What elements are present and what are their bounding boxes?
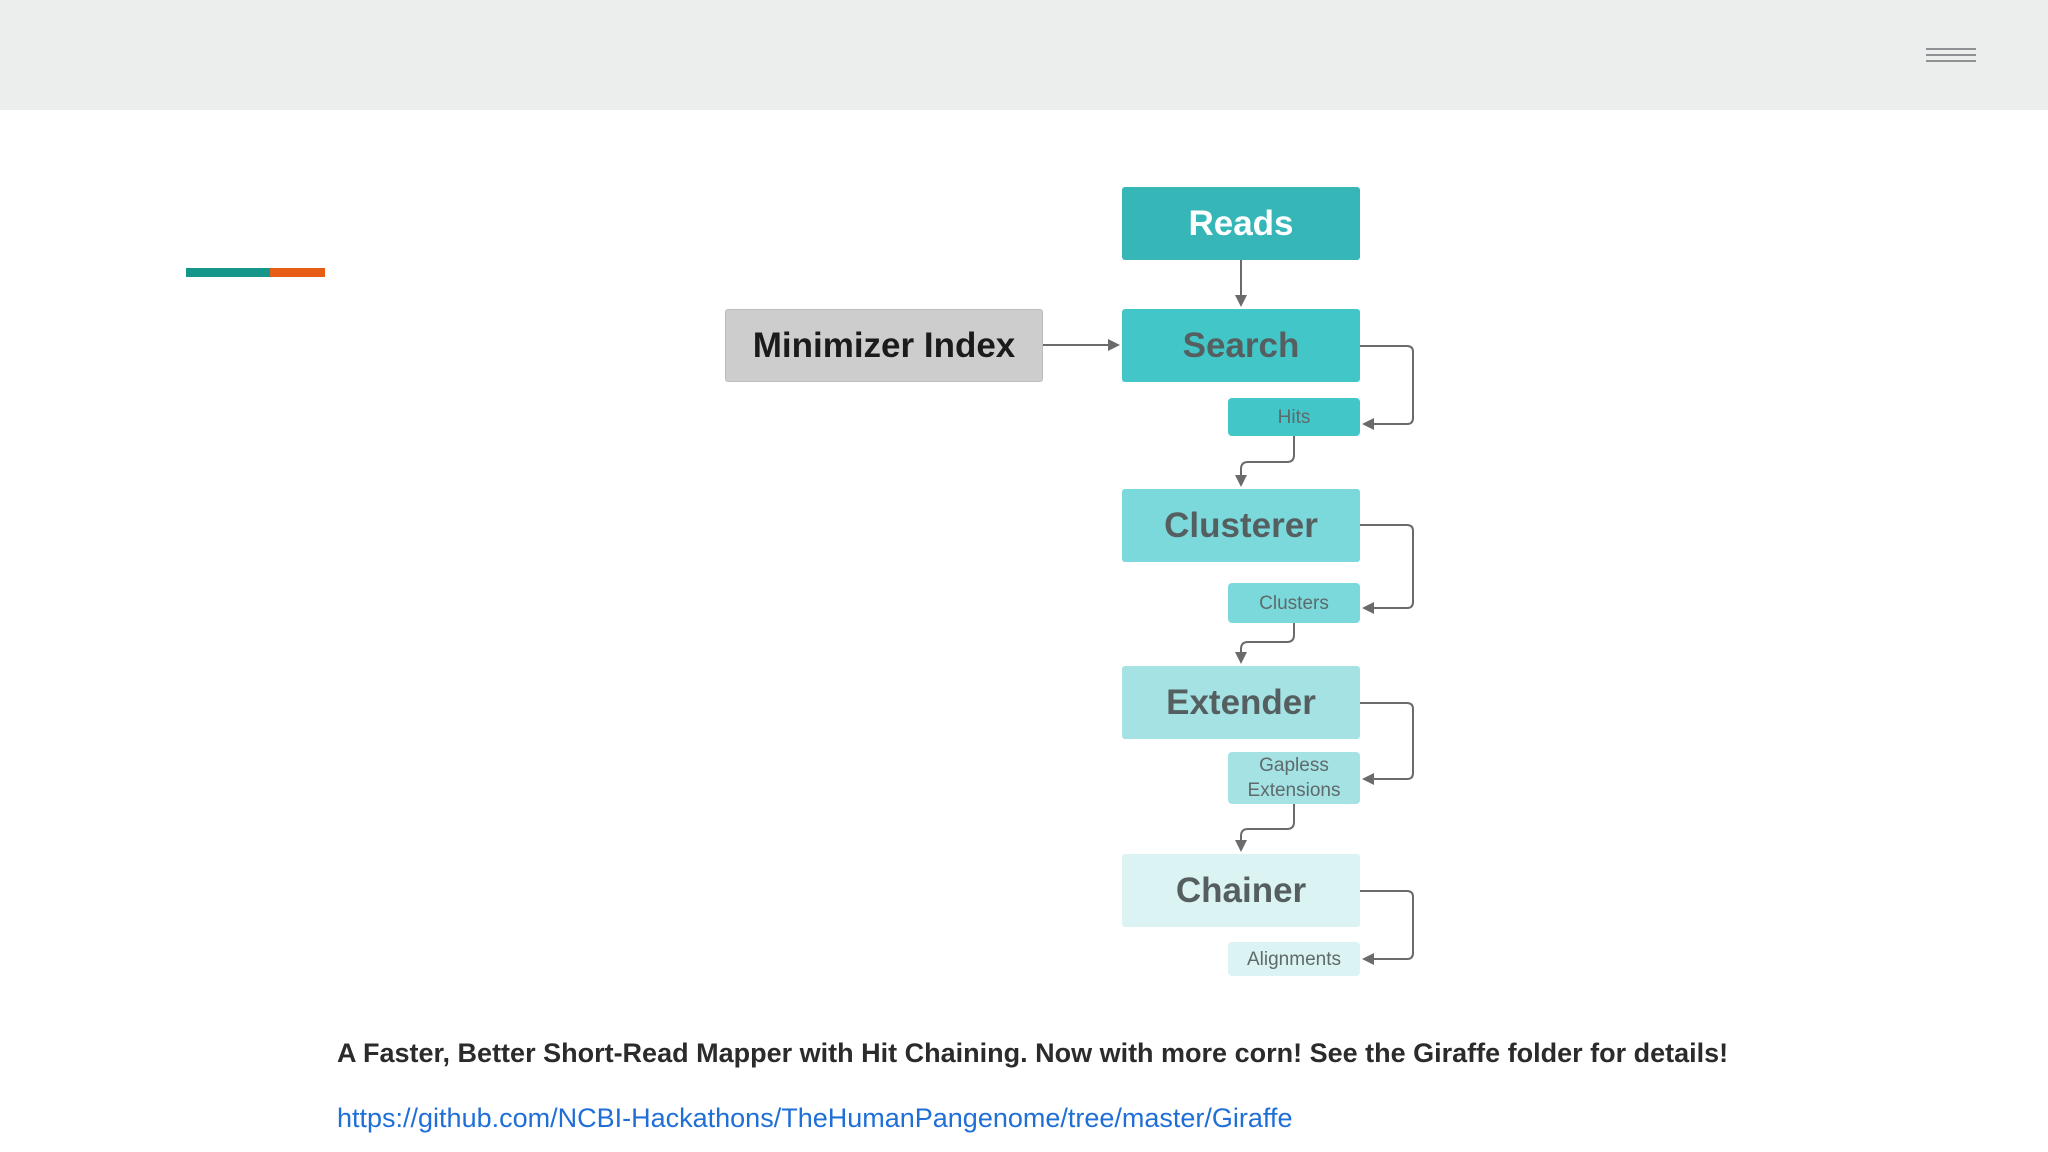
arrow-clusters-to-extender (1235, 623, 1295, 664)
minimizer-index-node: Minimizer Index (725, 309, 1043, 382)
giraffe-github-link[interactable]: https://github.com/NCBI-Hackathons/TheHu… (337, 1103, 1293, 1133)
accent-bar (186, 268, 325, 277)
menu-line (1926, 54, 1976, 56)
arrow-gapless-to-chainer (1235, 804, 1295, 852)
search-node: Search (1122, 309, 1360, 382)
menu-line (1926, 48, 1976, 50)
arrow-clusterer-to-clusters (1360, 524, 1414, 614)
hamburger-menu-icon[interactable] (1926, 45, 1976, 67)
arrow-extender-to-gapless (1360, 702, 1414, 785)
top-bar (0, 0, 2048, 110)
accent-bar-teal (186, 268, 270, 277)
gapless-extensions-node: Gapless Extensions (1228, 752, 1360, 804)
accent-bar-orange (270, 268, 325, 277)
chainer-node: Chainer (1122, 854, 1360, 927)
project-description: A Faster, Better Short-Read Mapper with … (337, 1038, 1729, 1068)
clusters-node: Clusters (1228, 583, 1360, 623)
arrow-hits-to-clusterer (1235, 436, 1295, 487)
reads-node: Reads (1122, 187, 1360, 260)
hits-node: Hits (1228, 398, 1360, 436)
arrow-search-to-hits (1360, 345, 1414, 430)
menu-line (1926, 60, 1976, 62)
alignments-node: Alignments (1228, 942, 1360, 976)
extender-node: Extender (1122, 666, 1360, 739)
arrow-chainer-to-alignments (1360, 890, 1414, 965)
clusterer-node: Clusterer (1122, 489, 1360, 562)
